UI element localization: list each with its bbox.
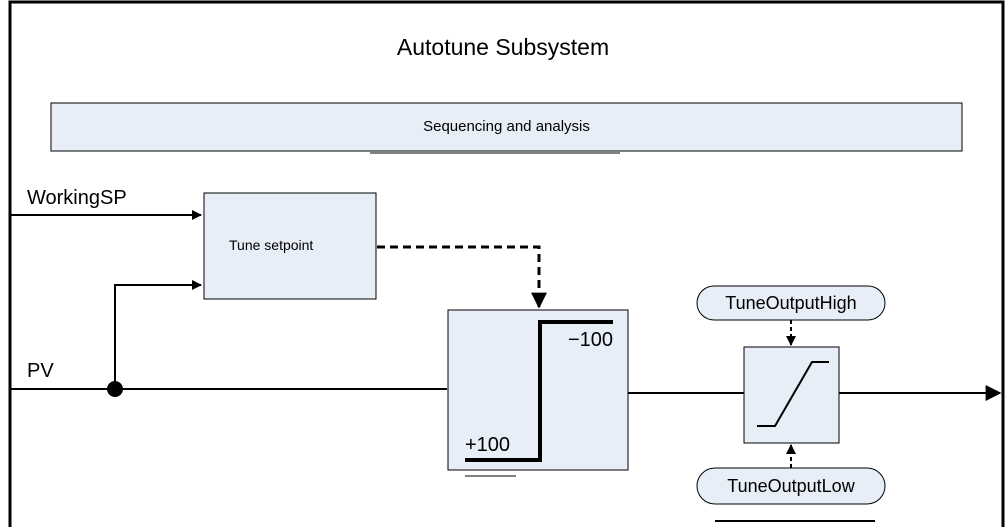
relay-characteristic xyxy=(465,320,613,462)
tune-setpoint-block xyxy=(203,192,377,300)
sequencing-label: Sequencing and analysis xyxy=(423,118,590,135)
tune-output-low-label: TuneOutputLow xyxy=(727,476,855,496)
pv-branch-line xyxy=(114,280,202,389)
subsystem-frame xyxy=(8,0,1005,527)
sequencing-block xyxy=(50,102,963,152)
diagram-title: Autotune Subsystem xyxy=(396,34,610,60)
tune-setpoint-label: Tune setpoint xyxy=(229,237,314,253)
limiter-characteristic xyxy=(757,361,829,427)
relay-high-label: −100 xyxy=(568,329,614,351)
setpoint-dashed-line xyxy=(377,245,547,309)
tune-output-high-label: TuneOutputHigh xyxy=(725,293,857,313)
workingsp-label: WorkingSP xyxy=(27,187,127,209)
pv-label: PV xyxy=(27,360,54,382)
relay-low-label: +100 xyxy=(465,434,511,456)
